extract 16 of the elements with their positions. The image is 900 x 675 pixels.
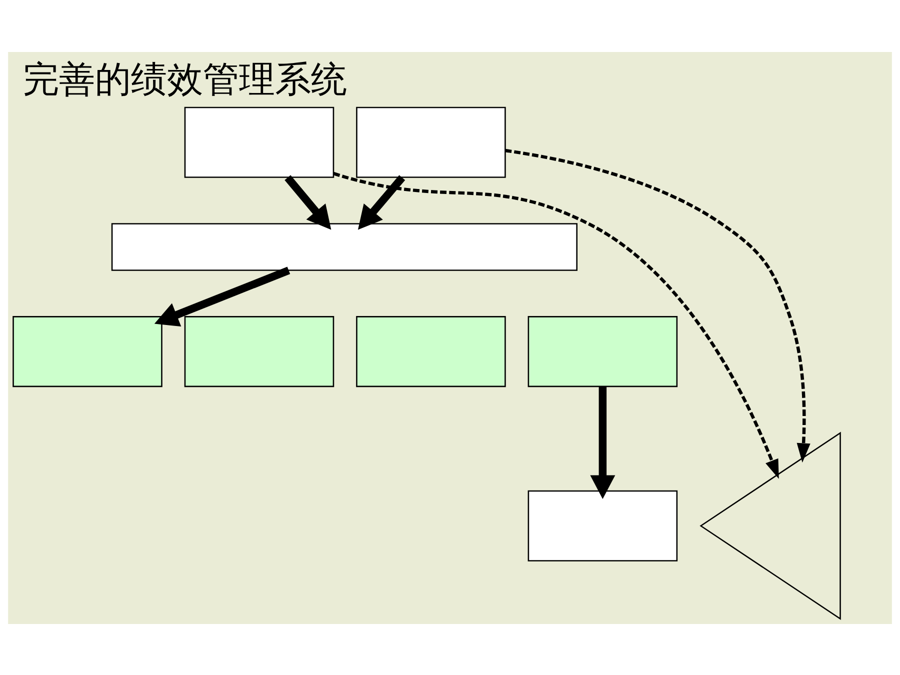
node-bar xyxy=(111,222,578,270)
node-box xyxy=(356,106,506,178)
diagram-title: 完善的绩效管理系统 xyxy=(22,56,347,100)
arrow xyxy=(505,148,810,462)
node-box xyxy=(12,316,162,387)
arrow xyxy=(284,174,332,230)
node-box xyxy=(528,490,678,561)
arrow xyxy=(590,386,616,499)
arrow xyxy=(154,266,290,326)
node-triangle xyxy=(700,431,841,620)
node-box xyxy=(356,316,506,387)
node-box xyxy=(528,316,678,387)
node-box xyxy=(184,316,334,387)
node-box xyxy=(184,106,334,178)
arrow xyxy=(358,174,406,230)
arrow xyxy=(333,171,779,478)
